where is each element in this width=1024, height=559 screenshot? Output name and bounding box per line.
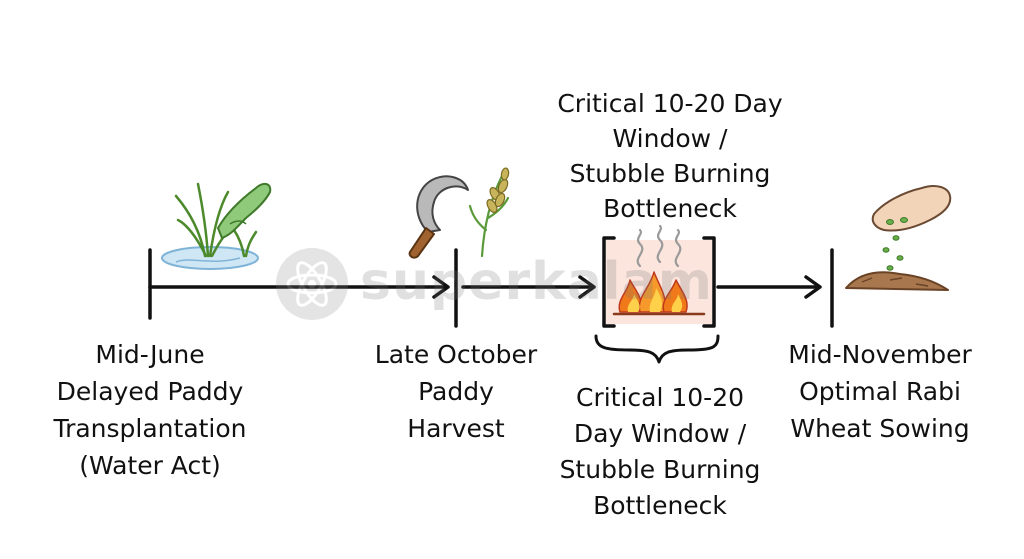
- stage-label-mid-june: Mid-June Delayed Paddy Transplantation (…: [30, 336, 270, 484]
- stage-desc-line: (Water Act): [79, 451, 221, 480]
- stage-desc-line: Transplantation: [53, 414, 247, 443]
- stage-desc-line: Paddy: [418, 377, 494, 406]
- stage-desc-line: Harvest: [407, 414, 505, 443]
- stage-label-mid-november: Mid-November Optimal Rabi Wheat Sowing: [764, 336, 996, 447]
- stage-date: Mid-June: [95, 340, 205, 369]
- stage-date: Mid-November: [788, 340, 972, 369]
- seed-sowing-icon: [845, 185, 952, 291]
- stubble-fire-icon: [602, 224, 716, 328]
- stage-desc-line: Delayed Paddy: [56, 377, 244, 406]
- arrowhead-3: [804, 275, 822, 299]
- timeline-axis: [148, 248, 834, 328]
- rice-transplanting-icon: [161, 182, 272, 270]
- arrowhead-1: [432, 275, 450, 299]
- bottleneck-line: Stubble Burning: [559, 455, 761, 484]
- bottleneck-line: Critical 10-20 Day: [557, 89, 783, 118]
- bottleneck-line: Critical 10-20: [575, 383, 745, 412]
- arrowhead-2: [578, 275, 596, 299]
- bottleneck-label-top: Critical 10-20 Day Window / Stubble Burn…: [540, 86, 800, 226]
- bottleneck-brace: [594, 334, 720, 364]
- bottleneck-line: Bottleneck: [603, 194, 737, 223]
- stage-label-late-october: Late October Paddy Harvest: [356, 336, 556, 447]
- bottleneck-line: Window /: [612, 124, 728, 153]
- stage-desc-line: Optimal Rabi: [799, 377, 961, 406]
- bottleneck-label-bottom: Critical 10-20 Day Window / Stubble Burn…: [530, 380, 790, 524]
- bottleneck-line: Stubble Burning: [569, 159, 771, 188]
- bottleneck-line: Bottleneck: [593, 491, 727, 520]
- stage-date: Late October: [374, 340, 538, 369]
- bottleneck-line: Day Window /: [573, 419, 747, 448]
- stage-desc-line: Wheat Sowing: [790, 414, 970, 443]
- sickle-wheat-icon: [408, 167, 510, 259]
